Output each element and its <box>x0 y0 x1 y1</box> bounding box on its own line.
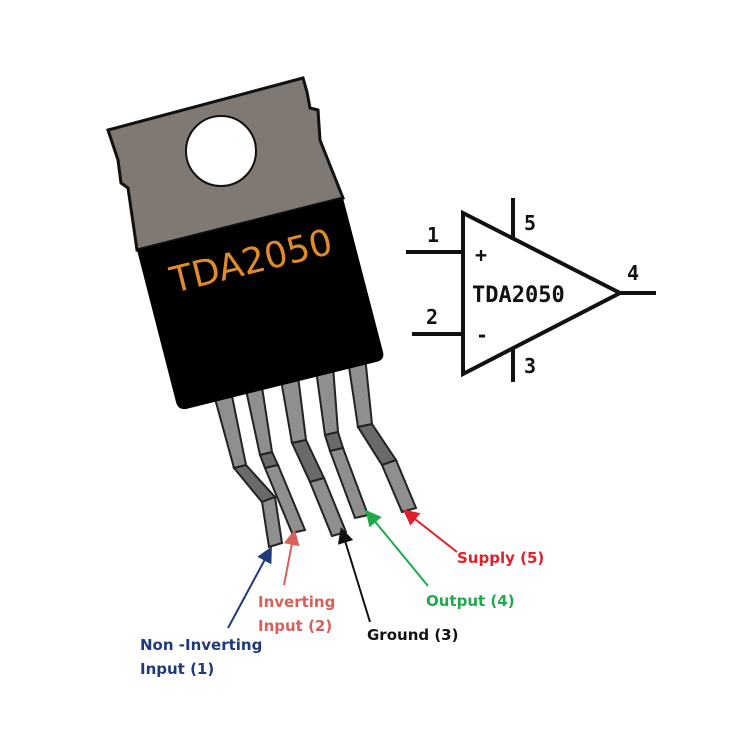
package-body <box>137 198 384 410</box>
label-inverting-line2: Input (2) <box>258 617 332 635</box>
lead-4 <box>314 364 370 520</box>
arrow-output <box>365 509 429 587</box>
pin-number-2: 2 <box>426 305 438 329</box>
pin-number-4: 4 <box>627 261 639 285</box>
label-output: Output (4) <box>426 592 515 610</box>
opamp-symbol <box>406 198 656 382</box>
arrow-supply <box>402 509 458 553</box>
arrow-non-inverting <box>227 546 272 629</box>
pin-number-3: 3 <box>524 354 536 378</box>
lead-5 <box>346 354 418 514</box>
pin-number-5: 5 <box>524 211 536 235</box>
lead-3 <box>279 374 348 538</box>
opamp-label: TDA2050 <box>472 283 565 308</box>
opamp-minus-sign: - <box>476 323 488 347</box>
arrow-inverting <box>283 529 300 586</box>
leads <box>212 354 418 549</box>
opamp-plus-sign: + <box>475 243 487 267</box>
label-inverting-line1: Inverting <box>258 593 335 611</box>
label-non-inverting-line2: Input (1) <box>140 660 214 678</box>
opamp-triangle <box>461 209 625 378</box>
label-supply: Supply (5) <box>457 549 544 567</box>
label-ground: Ground (3) <box>367 626 458 644</box>
arrow-ground <box>337 527 371 623</box>
label-non-inverting-line1: Non -Inverting <box>140 636 262 654</box>
lead-2 <box>244 385 307 535</box>
lead-1 <box>212 389 284 549</box>
pin-number-1: 1 <box>427 223 439 247</box>
mounting-hole <box>185 115 257 187</box>
